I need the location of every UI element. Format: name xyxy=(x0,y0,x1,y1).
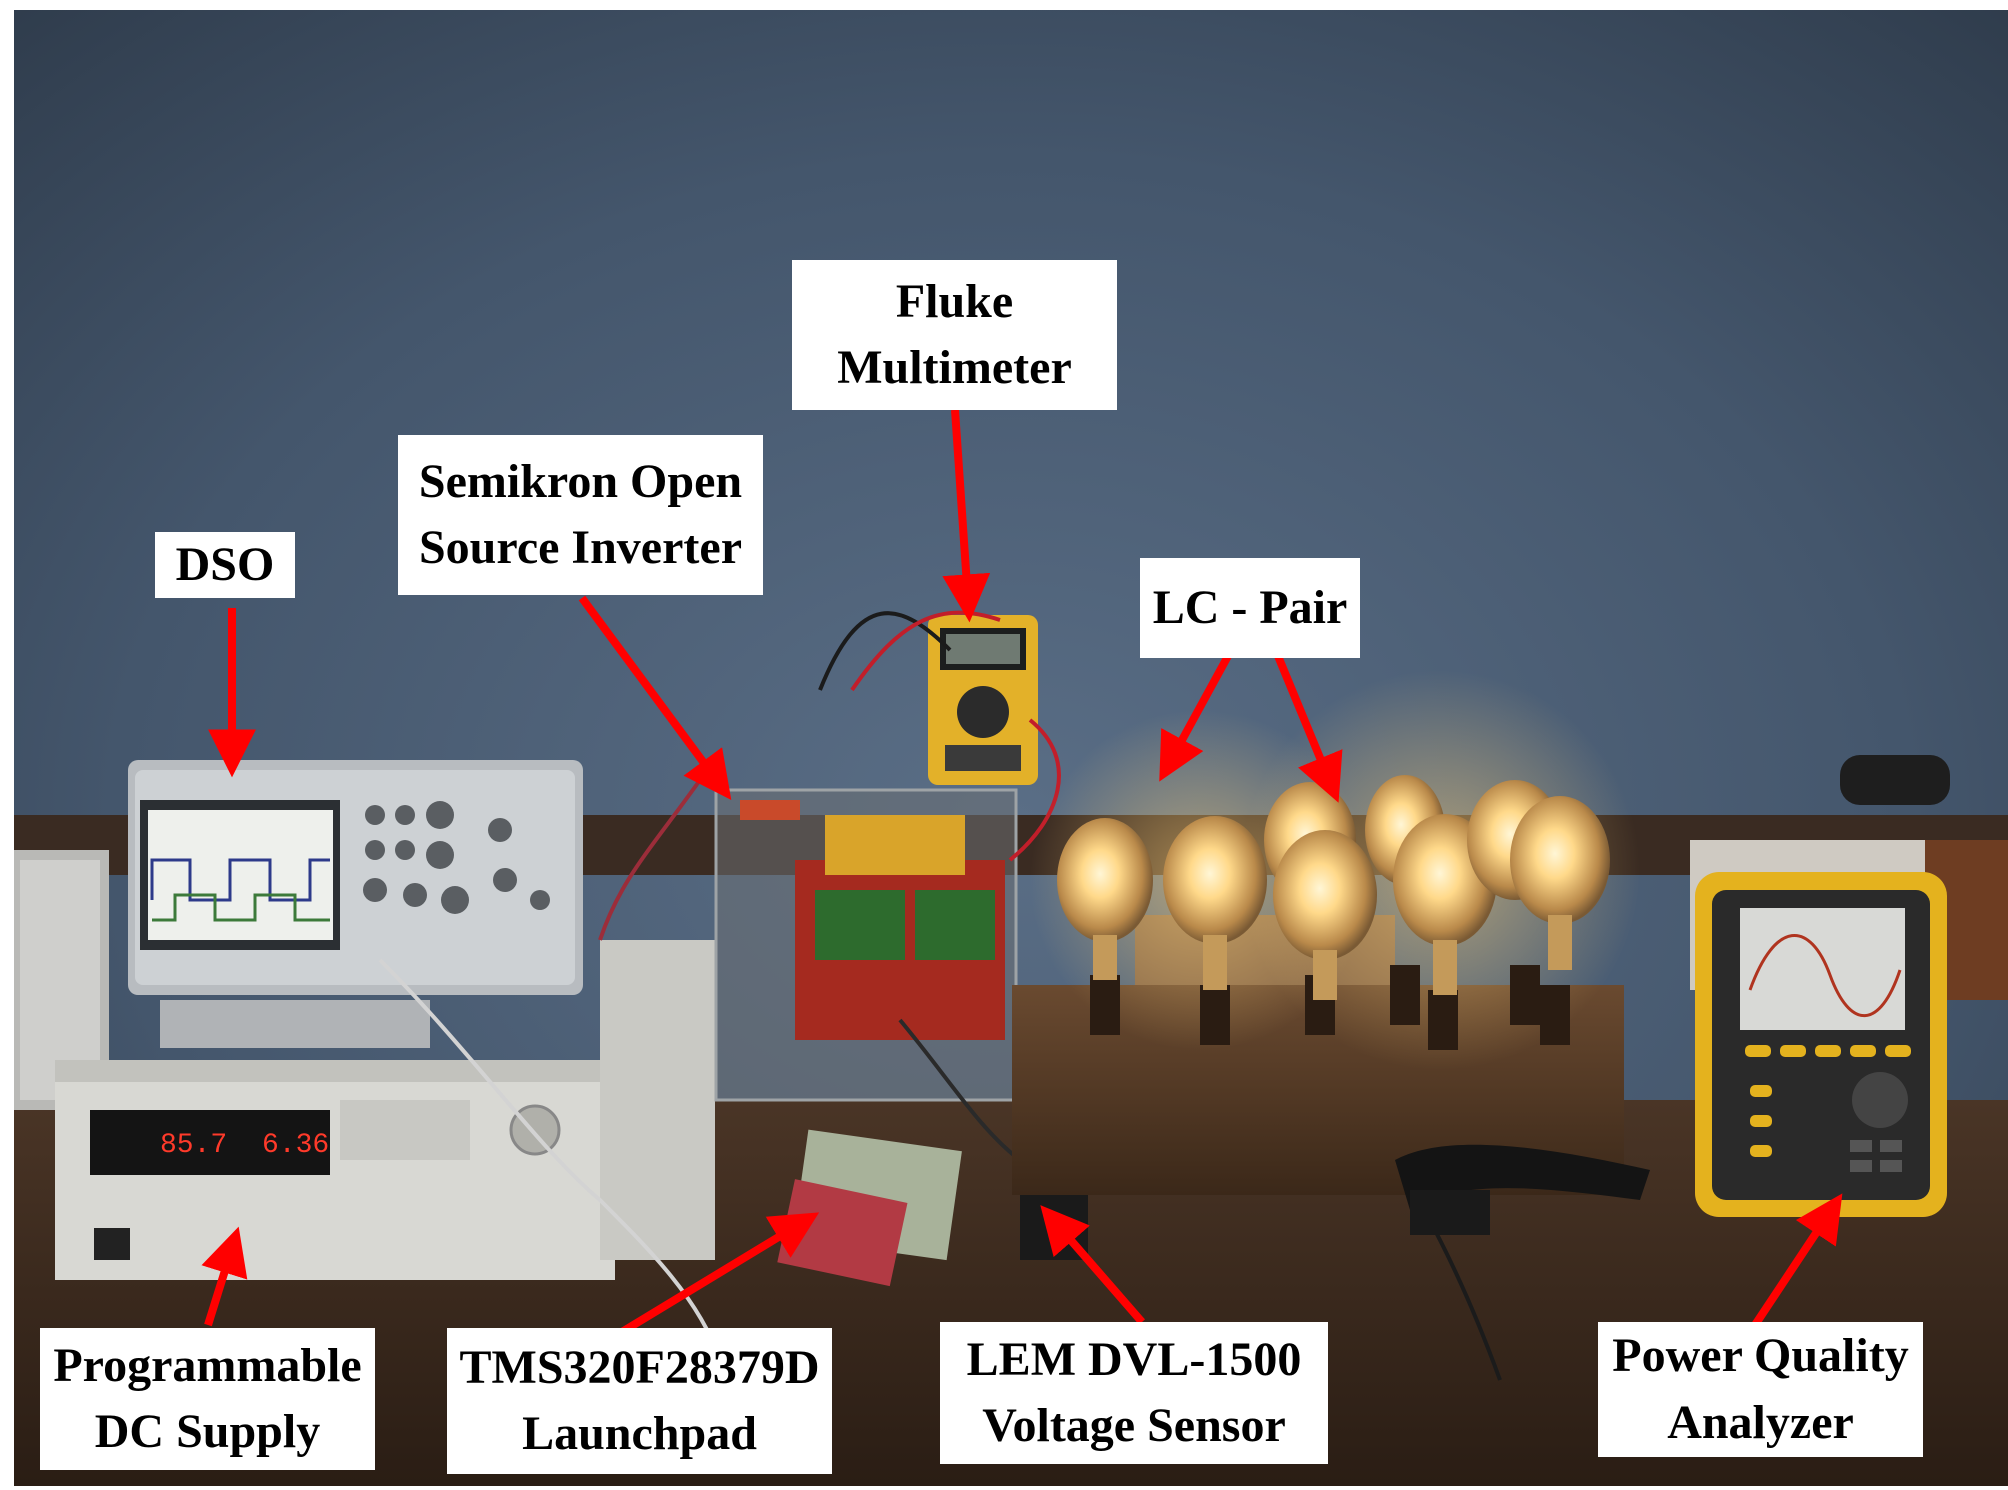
label-dso-line1: DSO xyxy=(175,537,275,591)
inverter-device xyxy=(714,788,1018,1102)
label-power-quality-analyzer: Power Quality Analyzer xyxy=(1598,1322,1923,1457)
multimeter-device xyxy=(928,615,1038,785)
label-launchpad-line1: TMS320F28379D xyxy=(459,1340,820,1394)
label-launchpad: TMS320F28379D Launchpad xyxy=(447,1328,832,1474)
oscilloscope-device xyxy=(128,760,583,1048)
label-dc-supply-line2: DC Supply xyxy=(94,1405,321,1458)
label-lc-pair: LC - Pair xyxy=(1140,558,1360,658)
label-launchpad-line2: Launchpad xyxy=(522,1407,757,1460)
power-quality-analyzer-device xyxy=(1695,872,1947,1217)
label-pqa-line2: Analyzer xyxy=(1667,1395,1854,1449)
launchpad-device xyxy=(777,1129,962,1287)
label-semikron-line2: Source Inverter xyxy=(418,521,742,574)
label-semikron-line1: Semikron Open xyxy=(418,454,743,508)
label-fluke-multimeter: Fluke Multimeter xyxy=(792,260,1117,410)
label-lem-sensor: LEM DVL-1500 Voltage Sensor xyxy=(940,1322,1328,1464)
label-fluke-line2: Multimeter xyxy=(837,341,1072,394)
dc-current-readout: 6.36 xyxy=(262,1130,329,1161)
label-pqa-line1: Power Quality xyxy=(1612,1329,1909,1383)
label-semikron-inverter: Semikron Open Source Inverter xyxy=(398,435,763,595)
label-lc-pair-line1: LC - Pair xyxy=(1152,580,1348,634)
label-fluke-line1: Fluke xyxy=(895,274,1014,328)
label-lem-line2: Voltage Sensor xyxy=(982,1399,1286,1452)
label-lem-line1: LEM DVL-1500 xyxy=(966,1332,1302,1386)
label-dc-supply: Programmable DC Supply xyxy=(40,1328,375,1470)
dc-voltage-readout: 85.7 xyxy=(160,1130,227,1161)
label-dso: DSO xyxy=(155,532,295,598)
label-dc-supply-line1: Programmable xyxy=(53,1338,362,1392)
lamp-bank xyxy=(1030,670,1640,1070)
